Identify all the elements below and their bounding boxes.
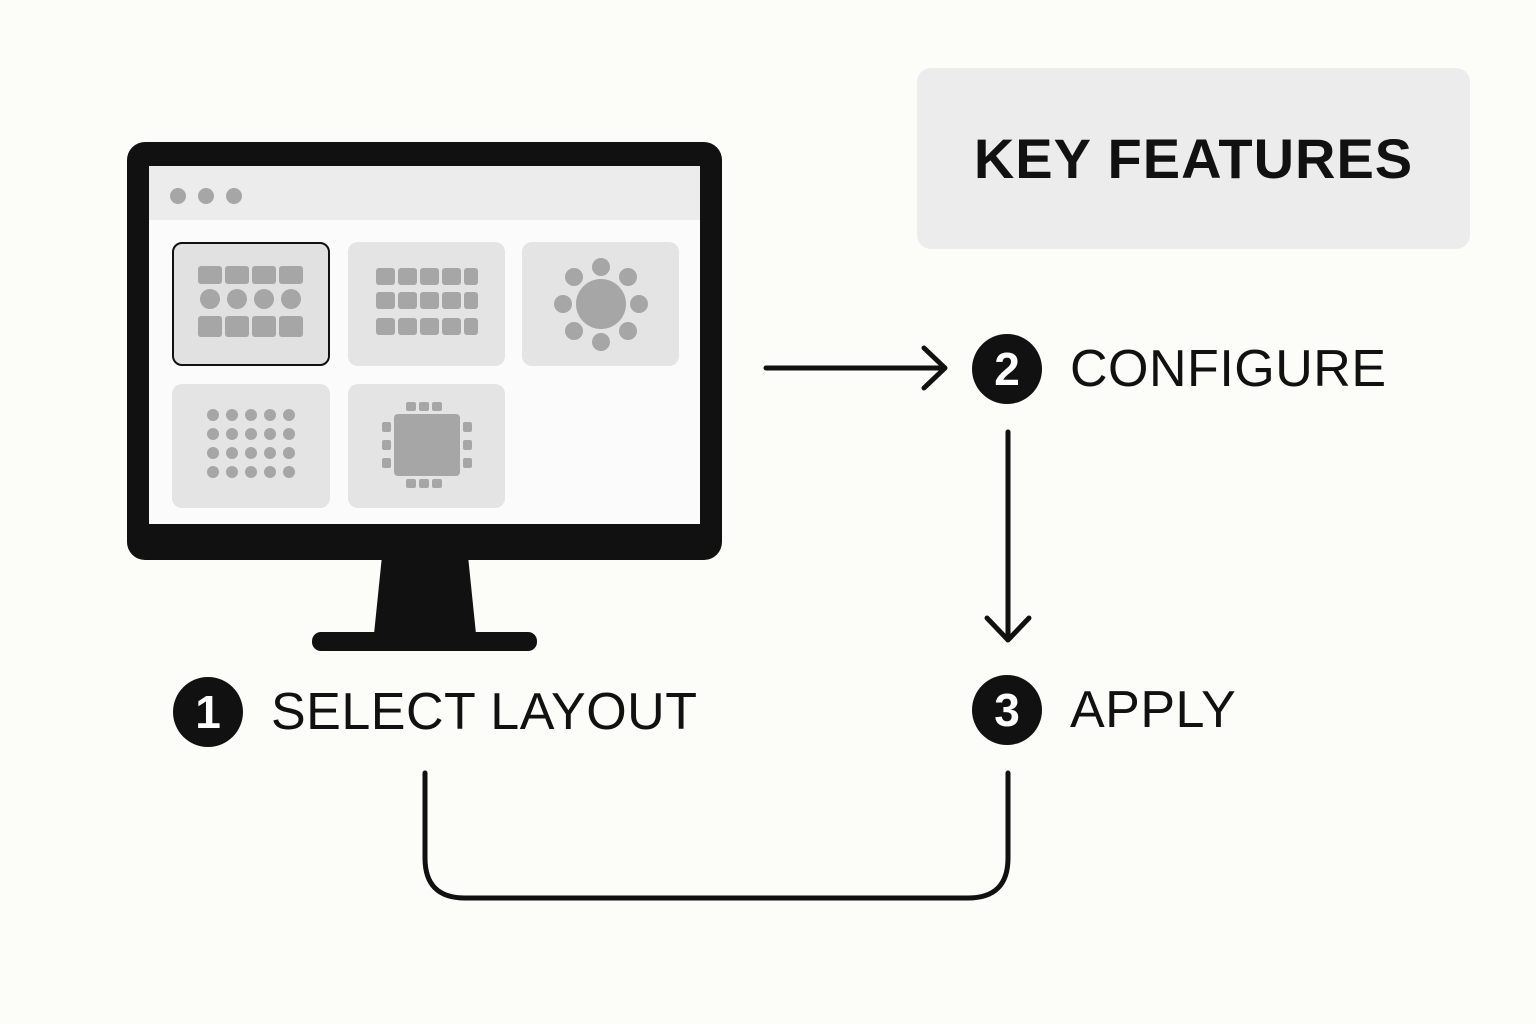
key-features-panel: KEY FEATURES [917,68,1470,249]
layout-option-grid[interactable] [348,242,505,366]
step-select-layout: 1 SELECT LAYOUT [173,677,698,747]
window-dot-icon [226,188,242,204]
arrow-down-head [984,615,1032,643]
step-label: APPLY [1070,681,1237,739]
step-label: SELECT LAYOUT [271,683,698,741]
boardroom-table-icon [382,402,472,488]
window-dot-icon [170,188,186,204]
arrow-right-head [921,345,948,391]
loop-connector [422,770,1011,901]
layout-option-round-table[interactable] [522,242,679,366]
step-number-badge: 2 [972,334,1042,404]
dot-grid-icon [207,409,295,478]
round-table-icon [554,258,648,351]
page-title: KEY FEATURES [973,126,1414,190]
step-number-badge: 3 [972,675,1042,745]
classroom-rows-icon [198,266,303,337]
layout-option-boardroom[interactable] [348,384,505,508]
step-apply: 3 APPLY [972,675,1236,745]
step-number-badge: 1 [173,677,243,747]
window-dot-icon [198,188,214,204]
step-label: CONFIGURE [1070,340,1387,398]
monitor-stand [374,556,476,634]
layout-option-classroom[interactable] [172,242,330,366]
step-configure: 2 CONFIGURE [972,334,1387,404]
monitor-base [312,632,537,651]
layout-option-dot-grid[interactable] [172,384,330,508]
grid-seating-icon [376,268,478,335]
